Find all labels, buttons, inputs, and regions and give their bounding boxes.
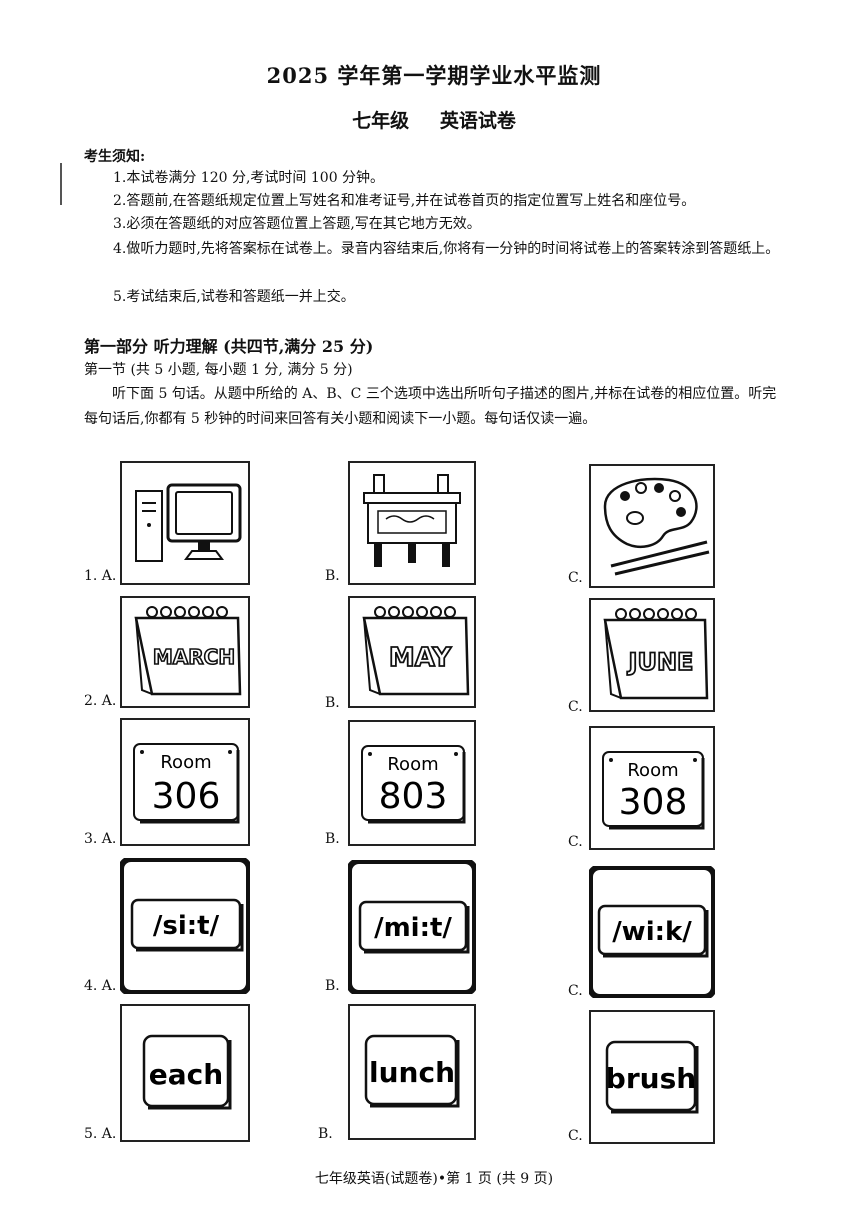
room-number: 306 bbox=[152, 776, 221, 817]
option-3b-card: Room 803 bbox=[348, 720, 476, 846]
word-card-icon: each bbox=[142, 1034, 232, 1110]
option-1b-card bbox=[348, 461, 476, 585]
room-number: 308 bbox=[619, 782, 688, 823]
room-word: Room bbox=[387, 754, 438, 775]
room-sign-icon: Room 308 bbox=[602, 751, 705, 830]
phonetic-text: /wi:k/ bbox=[612, 917, 692, 947]
option-1c-card bbox=[589, 464, 715, 588]
option-1a-card bbox=[120, 461, 250, 585]
calendar-icon: MAY bbox=[362, 606, 470, 696]
option-label: 5. A. bbox=[84, 1126, 117, 1142]
option-4a-card: /si:t/ bbox=[118, 856, 252, 996]
option-label: C. bbox=[568, 699, 583, 715]
room-sign-icon: Room 803 bbox=[361, 745, 466, 824]
option-2c-card: JUNE bbox=[589, 598, 715, 712]
phonetic-card-icon: /wi:k/ bbox=[587, 864, 717, 1000]
page-subtitle: 七年级 英语试卷 bbox=[0, 106, 868, 133]
notice-item: 2.答题前,在答题纸规定位置上写姓名和准考证号,并在试卷首页的指定位置写上姓名和… bbox=[113, 193, 696, 209]
section1-heading: 第一节 (共 5 小题, 每小题 1 分, 满分 5 分) bbox=[84, 362, 353, 378]
phonetic-card-icon: /mi:t/ bbox=[346, 858, 478, 996]
paint-palette-icon bbox=[603, 477, 710, 576]
option-label: 2. A. bbox=[84, 693, 117, 709]
option-label: C. bbox=[568, 983, 583, 999]
page-title: 2025 学年第一学期学业水平监测 bbox=[266, 63, 602, 88]
word-text: brush bbox=[606, 1062, 696, 1095]
calendar-month: JUNE bbox=[627, 648, 694, 676]
notice-item: 5.考试结束后,试卷和答题纸一并上交。 bbox=[113, 289, 355, 305]
notice-item: 4.做听力题时,先将答案标在试卷上。录音内容结束后,你将有一分钟的时间将试卷上的… bbox=[113, 241, 780, 257]
notice-item: 1.本试卷满分 120 分,考试时间 100 分钟。 bbox=[113, 170, 385, 186]
option-label: B. bbox=[325, 568, 340, 584]
option-label: B. bbox=[325, 978, 340, 994]
word-text: each bbox=[149, 1058, 223, 1091]
option-label: B. bbox=[318, 1126, 333, 1142]
option-5b-card: lunch bbox=[348, 1004, 476, 1140]
option-2a-card: MARCH bbox=[120, 596, 250, 708]
option-label: B. bbox=[325, 695, 340, 711]
option-label: C. bbox=[568, 834, 583, 850]
word-card-icon: lunch bbox=[364, 1034, 460, 1108]
room-word: Room bbox=[627, 760, 678, 781]
grade-label: 七年级 bbox=[352, 110, 410, 132]
option-5a-card: each bbox=[120, 1004, 250, 1142]
subject-label: 英语试卷 bbox=[439, 110, 516, 132]
part1-heading: 第一部分 听力理解 (共四节,满分 25 分) bbox=[84, 337, 374, 356]
calendar-icon: MARCH bbox=[134, 606, 242, 696]
option-label: 4. A. bbox=[84, 978, 117, 994]
calendar-icon: JUNE bbox=[603, 608, 709, 700]
option-4c-card: /wi:k/ bbox=[587, 864, 717, 1000]
option-3c-card: Room 308 bbox=[589, 726, 715, 850]
option-3a-card: Room 306 bbox=[120, 718, 250, 846]
room-sign-icon: Room 306 bbox=[133, 743, 240, 824]
option-4b-card: /mi:t/ bbox=[346, 858, 478, 996]
calendar-month: MAY bbox=[389, 643, 453, 673]
option-label: 3. A. bbox=[84, 831, 117, 847]
calendar-month: MARCH bbox=[153, 645, 235, 669]
margin-mark bbox=[60, 163, 62, 205]
option-5c-card: brush bbox=[589, 1010, 715, 1144]
option-label: B. bbox=[325, 831, 340, 847]
room-number: 803 bbox=[379, 776, 448, 817]
phonetic-card-icon: /si:t/ bbox=[118, 856, 252, 996]
bronze-ding-icon bbox=[363, 474, 461, 567]
word-card-icon: brush bbox=[605, 1040, 699, 1114]
option-label: C. bbox=[568, 1128, 583, 1144]
section1-instructions: 听下面 5 句话。从题中所给的 A、B、C 三个选项中选出所听句子描述的图片,并… bbox=[84, 386, 777, 427]
phonetic-text: /si:t/ bbox=[153, 911, 220, 941]
computer-icon bbox=[135, 483, 242, 562]
word-text: lunch bbox=[369, 1056, 455, 1089]
option-label: C. bbox=[568, 570, 583, 586]
notice-item: 3.必须在答题纸的对应答题位置上答题,写在其它地方无效。 bbox=[113, 216, 481, 232]
option-label: 1. A. bbox=[84, 568, 117, 584]
notice-heading: 考生须知: bbox=[84, 149, 146, 165]
option-2b-card: MAY bbox=[348, 596, 476, 708]
page-footer: 七年级英语(试题卷)•第 1 页 (共 9 页) bbox=[314, 1171, 554, 1187]
phonetic-text: /mi:t/ bbox=[374, 913, 452, 943]
room-word: Room bbox=[160, 752, 211, 773]
